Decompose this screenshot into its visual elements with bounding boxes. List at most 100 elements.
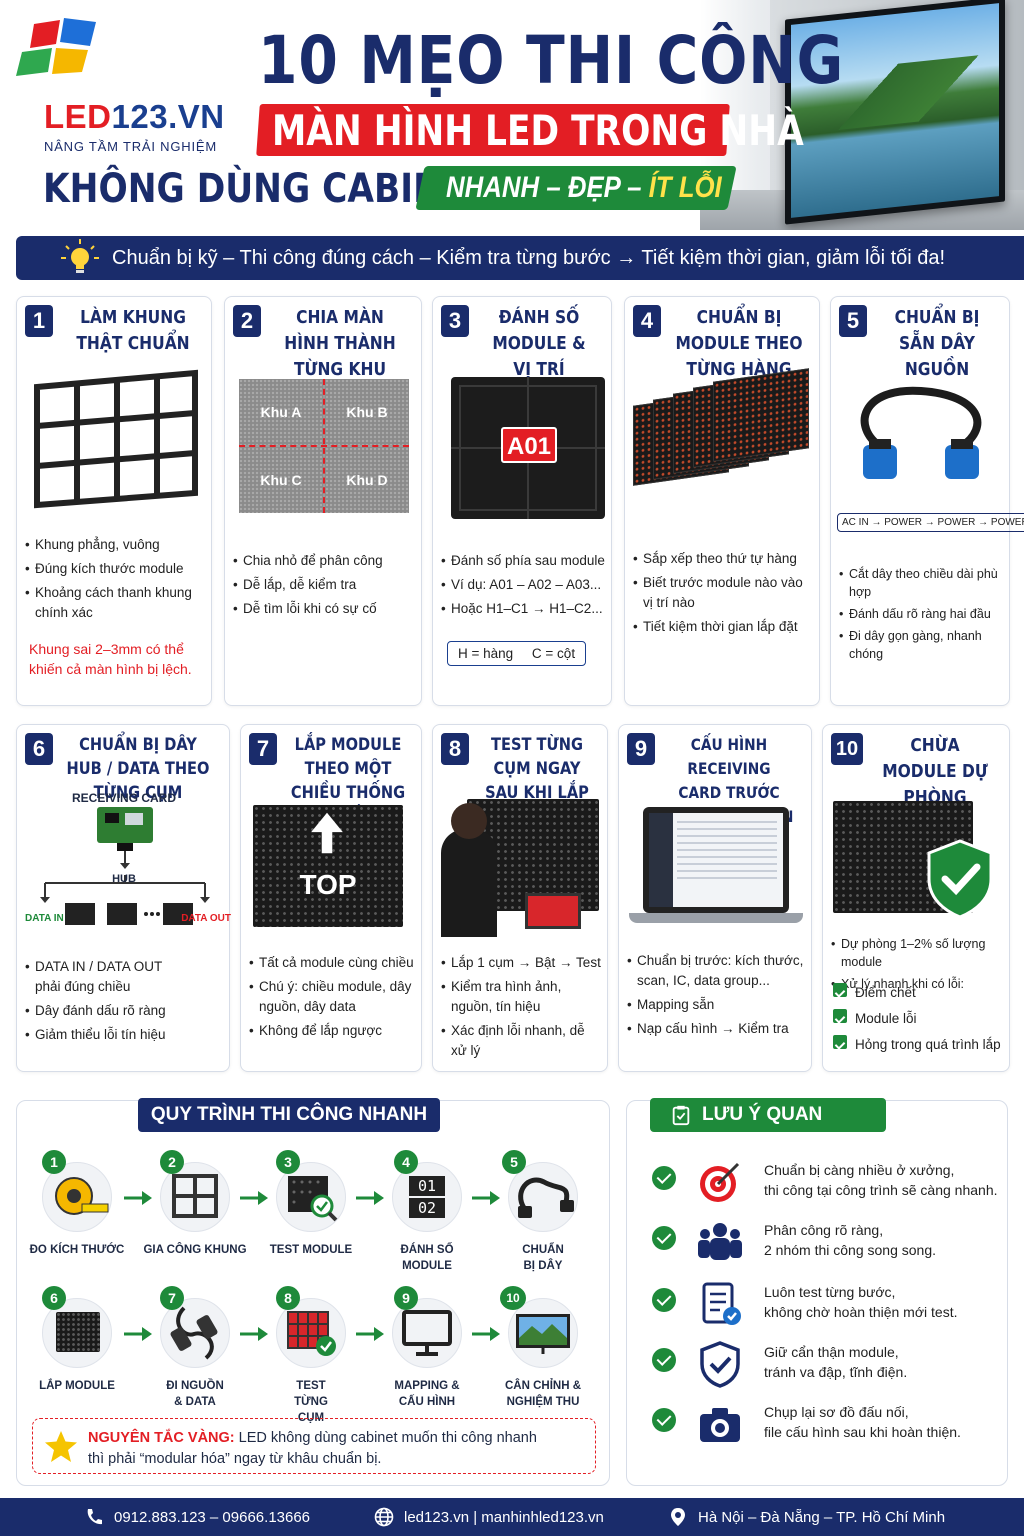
tip-number: 7 bbox=[249, 733, 277, 765]
golden-rule-line-1: LED không dùng cabinet muốn thi công nha… bbox=[234, 1430, 537, 1446]
note-item-4: Giữ cẩn thận module, tránh va đập, tĩnh đ… bbox=[650, 1341, 1000, 1400]
footer-location-text: Hà Nội – Đà Nẵng – TP. Hồ Chí Minh bbox=[698, 1508, 946, 1526]
tip-title: CHUẨN BỊ DÂY HUB / DATA THEO TỪNG CỤM bbox=[66, 735, 210, 803]
tip-bullets: Tất cả module cùng chiều Chú ý: chiều mo… bbox=[249, 953, 415, 1045]
laptop-config-image bbox=[629, 807, 803, 927]
tip-number: 2 bbox=[233, 305, 261, 337]
tip-bullet: Cắt dây theo chiều dài phù hợp bbox=[839, 565, 1003, 601]
tip-bullet: Chuẩn bị trước: kích thước, scan, IC, da… bbox=[627, 951, 805, 991]
technician-testing-image bbox=[441, 799, 599, 937]
footer-location: Hà Nội – Đà Nẵng – TP. Hồ Chí Minh bbox=[668, 1507, 945, 1527]
note-line-2: file cấu hình sau khi hoàn thiện. bbox=[764, 1424, 961, 1440]
tip-bullet: Kiểm tra hình ảnh, nguồn, tín hiệu bbox=[441, 977, 601, 1017]
check-circle-icon bbox=[652, 1226, 676, 1250]
arrow-right-icon bbox=[356, 1191, 384, 1205]
power-flow-label: AC IN → POWER → POWER → POWER bbox=[837, 513, 1024, 532]
tip-bullet: Mapping sẵn bbox=[627, 995, 805, 1015]
tip-card-2: 2 CHIA MÀN HÌNH THÀNH TỪNG KHU VỰC Khu A… bbox=[224, 296, 422, 706]
frame-icon bbox=[172, 1174, 218, 1218]
tip-card-4: 4 CHUẨN BỊ MODULE THEO TỪNG HÀNG Sắp xếp… bbox=[624, 296, 820, 706]
arrow-right-icon bbox=[240, 1191, 268, 1205]
step-number: 10 bbox=[500, 1286, 526, 1310]
frame-image bbox=[34, 369, 198, 509]
led-module-icon bbox=[42, 1298, 112, 1368]
data-out-label: DATA OUT bbox=[181, 913, 231, 924]
summary-banner: Chuẩn bị kỹ – Thi công đúng cách – Kiểm … bbox=[16, 236, 1024, 280]
step-label: ĐÁNH SỐ MODULE bbox=[400, 1244, 454, 1272]
note-line-1: Giữ cẩn thận module, bbox=[764, 1344, 899, 1360]
tip-card-7: 7 LẮP MODULE THEO MỘT CHIỀU THỐNG NHẤT T… bbox=[240, 724, 422, 1072]
golden-rule-line-2: thì phải “modular hóa” ngay từ khâu chuẩ… bbox=[88, 1451, 382, 1467]
notes-panel bbox=[626, 1100, 1008, 1486]
zone-label: Khu C bbox=[239, 447, 323, 513]
notes-title: LƯU Ý QUAN TRỌNG bbox=[650, 1098, 886, 1159]
module-back-image: A01 bbox=[451, 377, 605, 519]
phone-icon bbox=[87, 1509, 102, 1525]
logo-word-123: 123 bbox=[111, 98, 169, 135]
note-line-2: tránh va đập, tĩnh điện. bbox=[764, 1364, 908, 1380]
hub-diagram bbox=[40, 807, 210, 925]
footer-phone-text: 0912.883.123 – 09666.13666 bbox=[114, 1508, 311, 1526]
tip-number: 1 bbox=[25, 305, 53, 337]
top-direction-module-image: TOP bbox=[253, 805, 403, 927]
step-number: 8 bbox=[276, 1286, 300, 1310]
check-circle-icon bbox=[652, 1166, 676, 1190]
golden-rule-box bbox=[32, 1418, 596, 1474]
tape-measure-icon bbox=[55, 1177, 109, 1215]
note-line-2: 2 nhóm thi công song song. bbox=[764, 1242, 937, 1258]
footer-web[interactable]: led123.vn | manhinhled123.vn bbox=[374, 1507, 604, 1527]
tip-bullet: Đánh số phía sau module bbox=[441, 551, 605, 571]
step-label: MAPPING & CẤU HÌNH bbox=[394, 1380, 460, 1408]
tip-bullet: Tiết kiệm thời gian lắp đặt bbox=[633, 617, 813, 637]
logo-word-led: LED bbox=[44, 98, 112, 135]
step-label: ĐI NGUỒN & DATA bbox=[166, 1380, 224, 1408]
tip-bullet: Đánh dấu rõ ràng hai đầu bbox=[839, 605, 1003, 623]
brand-logo[interactable]: LED123.VN NÂNG TẦM TRẢI NGHIỆM bbox=[14, 18, 244, 154]
tip-bullets: Chia nhỏ để phân công Dễ lắp, dễ kiểm tr… bbox=[233, 551, 415, 623]
note-text: Chuẩn bị càng nhiều ở xưởng,thi công tại… bbox=[764, 1160, 998, 1200]
step-number: 6 bbox=[42, 1286, 66, 1310]
check-circle-icon bbox=[652, 1408, 676, 1432]
tip-bullets: Sắp xếp theo thứ tự hàng Biết trước modu… bbox=[633, 549, 813, 641]
arrow-right-icon bbox=[124, 1327, 152, 1341]
arrow-right-icon bbox=[472, 1191, 500, 1205]
landscape-screen-icon bbox=[516, 1314, 570, 1354]
note-item-5: Chụp lại sơ đồ đấu nối, file cấu hình sau… bbox=[650, 1404, 1000, 1460]
lightbulb-icon bbox=[61, 239, 99, 273]
slogan-part-2: ÍT LỖI bbox=[648, 171, 722, 204]
tip-bullet: Biết trước module nào vào vị trí nào bbox=[633, 573, 813, 613]
tip-number: 5 bbox=[839, 305, 867, 337]
tip-bullets: Lắp 1 cụm → Bật → Test Kiểm tra hình ảnh… bbox=[441, 953, 601, 1065]
up-arrow-icon bbox=[311, 812, 343, 854]
zone-label: Khu A bbox=[239, 379, 323, 445]
tip-bullets: DATA IN / DATA OUT phải đúng chiều Dây đ… bbox=[25, 957, 223, 1049]
tip-title: TEST TỪNG CỤM NGAY SAU KHI LẮP bbox=[485, 735, 589, 803]
tip-bullet: Dễ lắp, dễ kiểm tra bbox=[233, 575, 415, 595]
golden-rule-text: NGUYÊN TẮC VÀNG: LED không dùng cabinet … bbox=[88, 1428, 537, 1470]
tip-number: 10 bbox=[831, 733, 863, 765]
slogan: NHANH – ĐẸP – ÍT LỖI bbox=[446, 171, 722, 205]
tip-bullet: Chú ý: chiều module, dây nguồn, dây data bbox=[249, 977, 415, 1017]
logo-mark-icon bbox=[16, 18, 96, 76]
tip-bullet: Lắp 1 cụm → Bật → Test bbox=[441, 953, 601, 973]
note-text: Chụp lại sơ đồ đấu nối, file cấu hình sau… bbox=[764, 1402, 961, 1442]
step-number: 4 bbox=[394, 1150, 418, 1174]
tip-bullet: Dây đánh dấu rõ ràng bbox=[25, 1001, 223, 1021]
tip-bullet: Đi dây gọn gàng, nhanh chóng bbox=[839, 627, 1003, 663]
camera-icon bbox=[700, 1408, 740, 1442]
title-line-1: 10 MẸO THI CÔNG bbox=[258, 22, 845, 99]
clipboard-check-icon bbox=[672, 1105, 690, 1126]
stacked-modules-image bbox=[633, 368, 813, 505]
tip-bullet: Sắp xếp theo thứ tự hàng bbox=[633, 549, 813, 569]
check-circle-icon bbox=[652, 1288, 676, 1312]
step-number: 3 bbox=[276, 1150, 300, 1174]
tip-title: LÀM KHUNG THẬT CHUẨN bbox=[76, 307, 190, 354]
note-line-1: Chụp lại sơ đồ đấu nối, bbox=[764, 1404, 909, 1420]
module-code: 01 bbox=[409, 1176, 445, 1196]
target-icon bbox=[700, 1162, 740, 1202]
globe-icon bbox=[374, 1507, 394, 1527]
title-line-2: MÀN HÌNH LED TRONG NHÀ bbox=[272, 106, 804, 155]
numbered-module-icon: 01 02 bbox=[392, 1162, 462, 1232]
tip-number: 3 bbox=[441, 305, 469, 337]
footer-phone[interactable]: 0912.883.123 – 09666.13666 bbox=[84, 1507, 310, 1527]
